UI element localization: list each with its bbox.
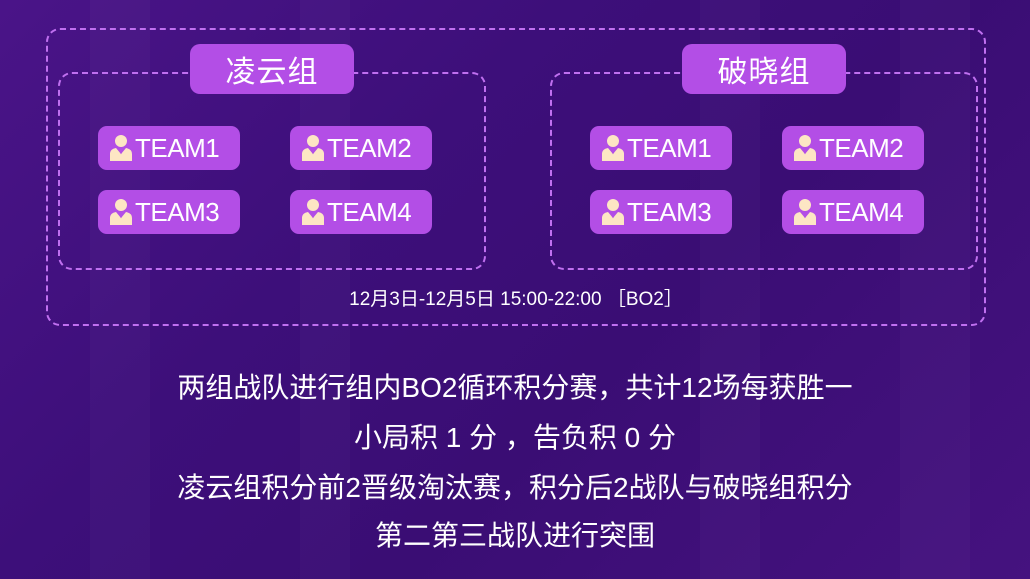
team-name: TEAM3 [627,196,712,227]
user-icon [110,199,132,225]
group-lingyun: 凌云组 TEAM1 TEAM2 TEAM3 TEAM4 [58,44,486,270]
user-icon [302,199,324,225]
team-name: TEAM4 [327,196,412,227]
team-badge: TEAM4 [782,190,924,234]
team-name: TEAM4 [819,196,904,227]
description-line: 第二第三战队进行突围 [374,520,655,551]
user-icon [110,135,132,161]
team-name: TEAM1 [627,132,712,163]
team-badge: TEAM1 [98,126,240,170]
team-badge: TEAM4 [290,190,432,234]
team-badge: TEAM1 [590,126,732,170]
team-name: TEAM1 [135,132,220,163]
description-line: 两组战队进行组内BO2循环积分赛，共计12场每获胜一 [177,372,853,403]
user-icon [794,199,816,225]
team-badge: TEAM3 [590,190,732,234]
team-badge: TEAM2 [782,126,924,170]
user-icon [794,135,816,161]
group-poxiao: 破晓组 TEAM1 TEAM2 TEAM3 TEAM4 [550,44,978,270]
schedule-text: 12月3日-12月5日 15:00-22:00 ［BO2］ [349,289,683,310]
team-badge: TEAM2 [290,126,432,170]
user-icon [602,135,624,161]
team-badge: TEAM3 [98,190,240,234]
schedule-panel: 凌云组 TEAM1 TEAM2 TEAM3 TEAM4 破晓组 TEAM1 TE… [46,28,986,326]
group-title: 破晓组 [682,44,846,94]
team-name: TEAM2 [819,132,904,163]
description-line: 小局积 1 分 ，告负积 0 分 [353,422,677,453]
user-icon [602,199,624,225]
group-title: 凌云组 [190,44,354,94]
description-line: 凌云组积分前2晋级淘汰赛，积分后2战队与破晓组积分 [177,472,853,503]
team-name: TEAM2 [327,132,412,163]
user-icon [302,135,324,161]
team-name: TEAM3 [135,196,220,227]
